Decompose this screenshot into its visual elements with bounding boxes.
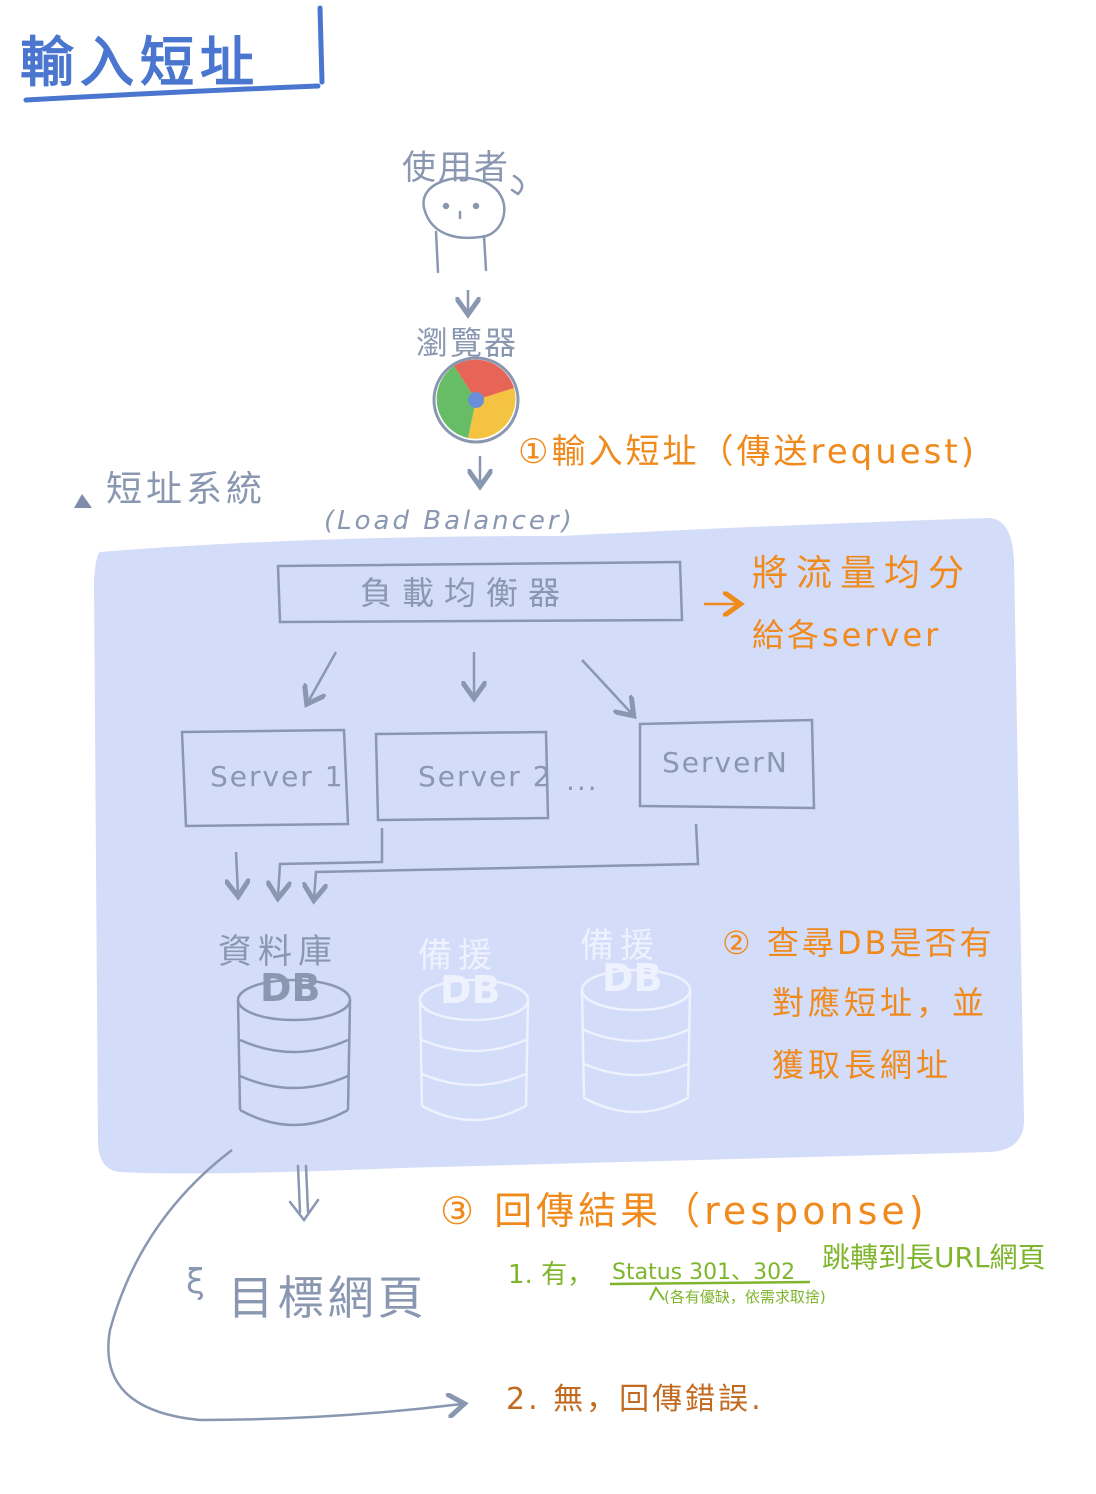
status-caret [649,1286,665,1301]
server-label-1: Server 1 [210,760,345,793]
result-yes-suffix: 跳轉到長URL網頁 [822,1241,1046,1274]
db-backup2-label: 備援 [580,926,660,966]
lb-to-serverN-arrow [581,659,632,714]
system-triangle-icon [74,494,92,508]
target-page-label: ξ 目標網頁 [186,1262,428,1328]
user-label: 使用者 [402,148,510,188]
server-box-1 [180,728,350,828]
db-backup2-text: DB [602,956,663,1000]
step2-line1: ② 查尋DB是否有 [722,924,995,962]
browser-label: 瀏覽器 [416,324,519,362]
system-area [94,518,1024,1174]
load-balancer-box [276,560,684,624]
load-balancer-zh-label: 負載均衡器 [360,574,571,612]
db-cylinder-backup-2 [580,968,692,1114]
lb-to-server1-arrow [308,651,338,702]
step2-line3: 獲取長網址 [772,1046,953,1084]
db-cylinder-main [236,978,352,1127]
title-bar [317,5,325,85]
step3-label: ③ 回傳結果（response) [440,1189,928,1233]
server2-to-db-arrow [278,828,384,896]
db-backup1-label: 備援 [418,936,498,976]
system-label: 短址系統 [106,469,267,510]
server-label-n: ServerN [662,746,789,779]
load-balancer-en-label: (Load Balancer) [324,506,575,536]
result-yes-note: (各有優缺，依需求取捨) [664,1288,826,1306]
page-title: 輸入短址 [20,31,260,94]
server-label-2: Server 2 [418,760,553,793]
no-result-curve-arrow [107,1149,462,1422]
db-main-text: DB [260,966,321,1010]
server1-to-db-arrow [236,851,238,894]
lb-note-line2: 給各server [752,616,942,654]
db-main-label: 資料庫 [218,932,338,972]
step2-line2: 對應短址，並 [772,984,989,1022]
result-no-label: 2. 無，回傳錯誤. [506,1382,764,1417]
target-squiggle-icon: ξ [186,1262,209,1302]
server-box-2 [374,730,550,822]
target-page-text: 目標網頁 [227,1271,428,1325]
status-underline [609,1280,811,1286]
db-to-target-arrow [288,1164,320,1223]
browser-icon [432,356,520,444]
serverN-to-db-arrow [314,823,700,898]
db-backup1-text: DB [440,968,501,1012]
title-underline [23,83,321,103]
server-box-n [638,718,816,810]
db-cylinder-backup-1 [418,978,530,1122]
lb-note-line1: 將流量均分 [752,553,973,594]
step1-label: ①輸入短址（傳送request) [518,432,977,472]
user-icon [422,174,524,274]
server-ellipsis: ... [566,764,599,797]
result-yes-status: Status 301、302 [612,1260,796,1285]
result-yes-prefix: 1. 有， [508,1260,594,1290]
